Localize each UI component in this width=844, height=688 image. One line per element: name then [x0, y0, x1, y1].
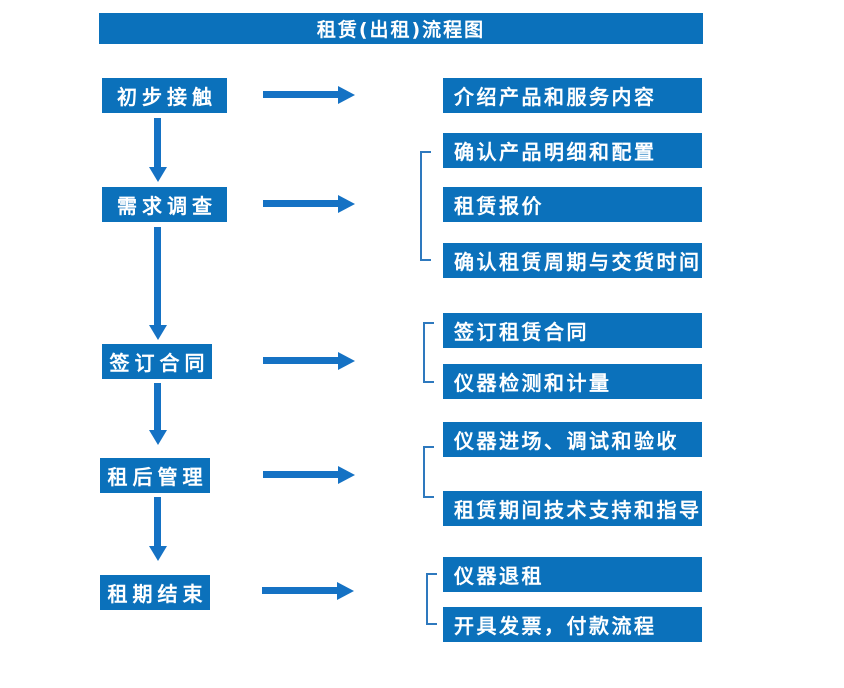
- step-rental-period-end: 租期结束: [100, 575, 210, 610]
- detail-sign-rental-contract: 签订租赁合同: [443, 313, 702, 348]
- bracket-demand-survey-group: [420, 151, 431, 261]
- detail-invoice-payment-process: 开具发票，付款流程: [443, 607, 702, 642]
- detail-instrument-entry-acceptance: 仪器进场、调试和验收: [443, 422, 702, 457]
- step-sign-contract: 签订合同: [102, 344, 212, 379]
- step-post-rental-management: 租后管理: [100, 458, 210, 493]
- detail-instrument-return: 仪器退租: [443, 557, 702, 592]
- right-arrow-row3: [263, 351, 355, 370]
- step-initial-contact: 初步接触: [102, 78, 227, 113]
- right-arrow-row2: [263, 194, 355, 213]
- right-arrow-row5: [262, 581, 354, 600]
- bracket-sign-contract-group: [423, 322, 434, 383]
- detail-technical-support-guidance: 租赁期间技术支持和指导: [443, 491, 702, 526]
- detail-confirm-rental-period-delivery: 确认租赁周期与交货时间: [443, 243, 702, 278]
- detail-rental-quotation: 租赁报价: [443, 187, 702, 222]
- detail-introduce-products-services: 介绍产品和服务内容: [443, 78, 702, 113]
- detail-instrument-inspection-metering: 仪器检测和计量: [443, 364, 702, 399]
- right-arrow-row4: [263, 465, 355, 484]
- step-demand-survey: 需求调查: [102, 187, 227, 222]
- down-arrow-2: [148, 227, 167, 340]
- down-arrow-1: [148, 118, 167, 182]
- down-arrow-3: [148, 383, 167, 445]
- bracket-post-rental-group: [423, 446, 434, 498]
- detail-confirm-product-configuration: 确认产品明细和配置: [443, 133, 702, 168]
- bracket-rental-end-group: [426, 573, 437, 625]
- right-arrow-row1: [263, 85, 355, 104]
- down-arrow-4: [148, 497, 167, 561]
- diagram-title: 租赁(出租)流程图: [99, 13, 703, 44]
